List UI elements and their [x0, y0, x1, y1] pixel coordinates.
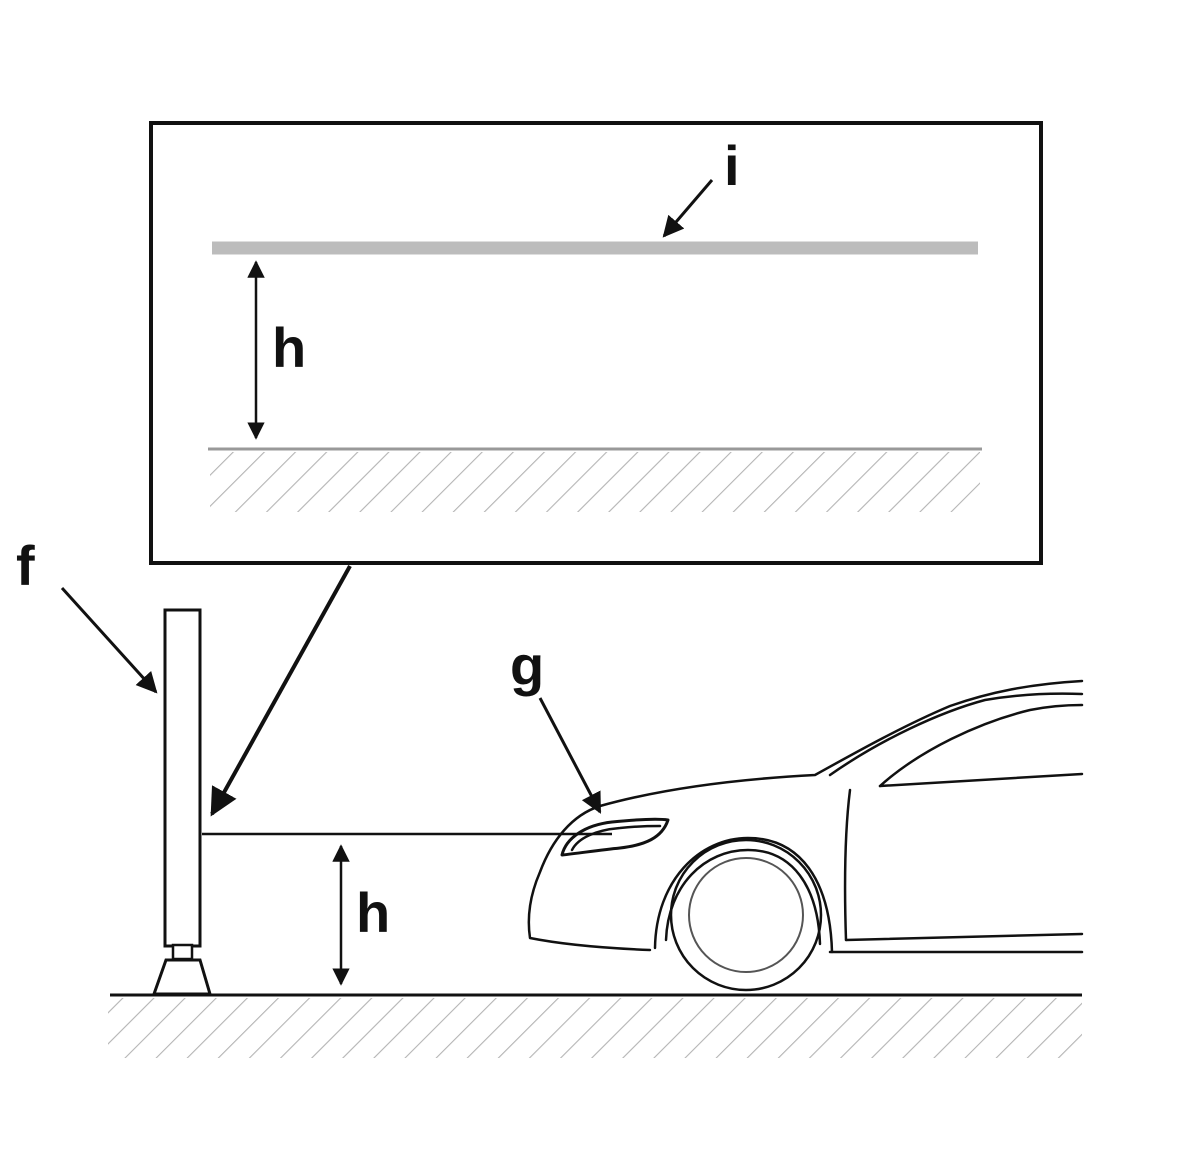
- ground-hatch: [108, 998, 1082, 1058]
- label-g-leader: [538, 697, 602, 814]
- label-f-leader: [60, 586, 158, 694]
- label-f: f: [16, 534, 35, 597]
- label-g: g: [510, 634, 544, 697]
- aiming-screen: [151, 608, 213, 996]
- inset-floor-hatch: [210, 452, 980, 512]
- inset-pointer-line: [210, 565, 352, 817]
- label-i-leader: [662, 179, 714, 238]
- vehicle-front: [527, 679, 1084, 992]
- label-i: i: [724, 134, 740, 197]
- label-h-floor: h: [356, 881, 390, 944]
- inset-detail-box: i h: [149, 121, 1043, 565]
- label-h-inset: h: [272, 316, 306, 379]
